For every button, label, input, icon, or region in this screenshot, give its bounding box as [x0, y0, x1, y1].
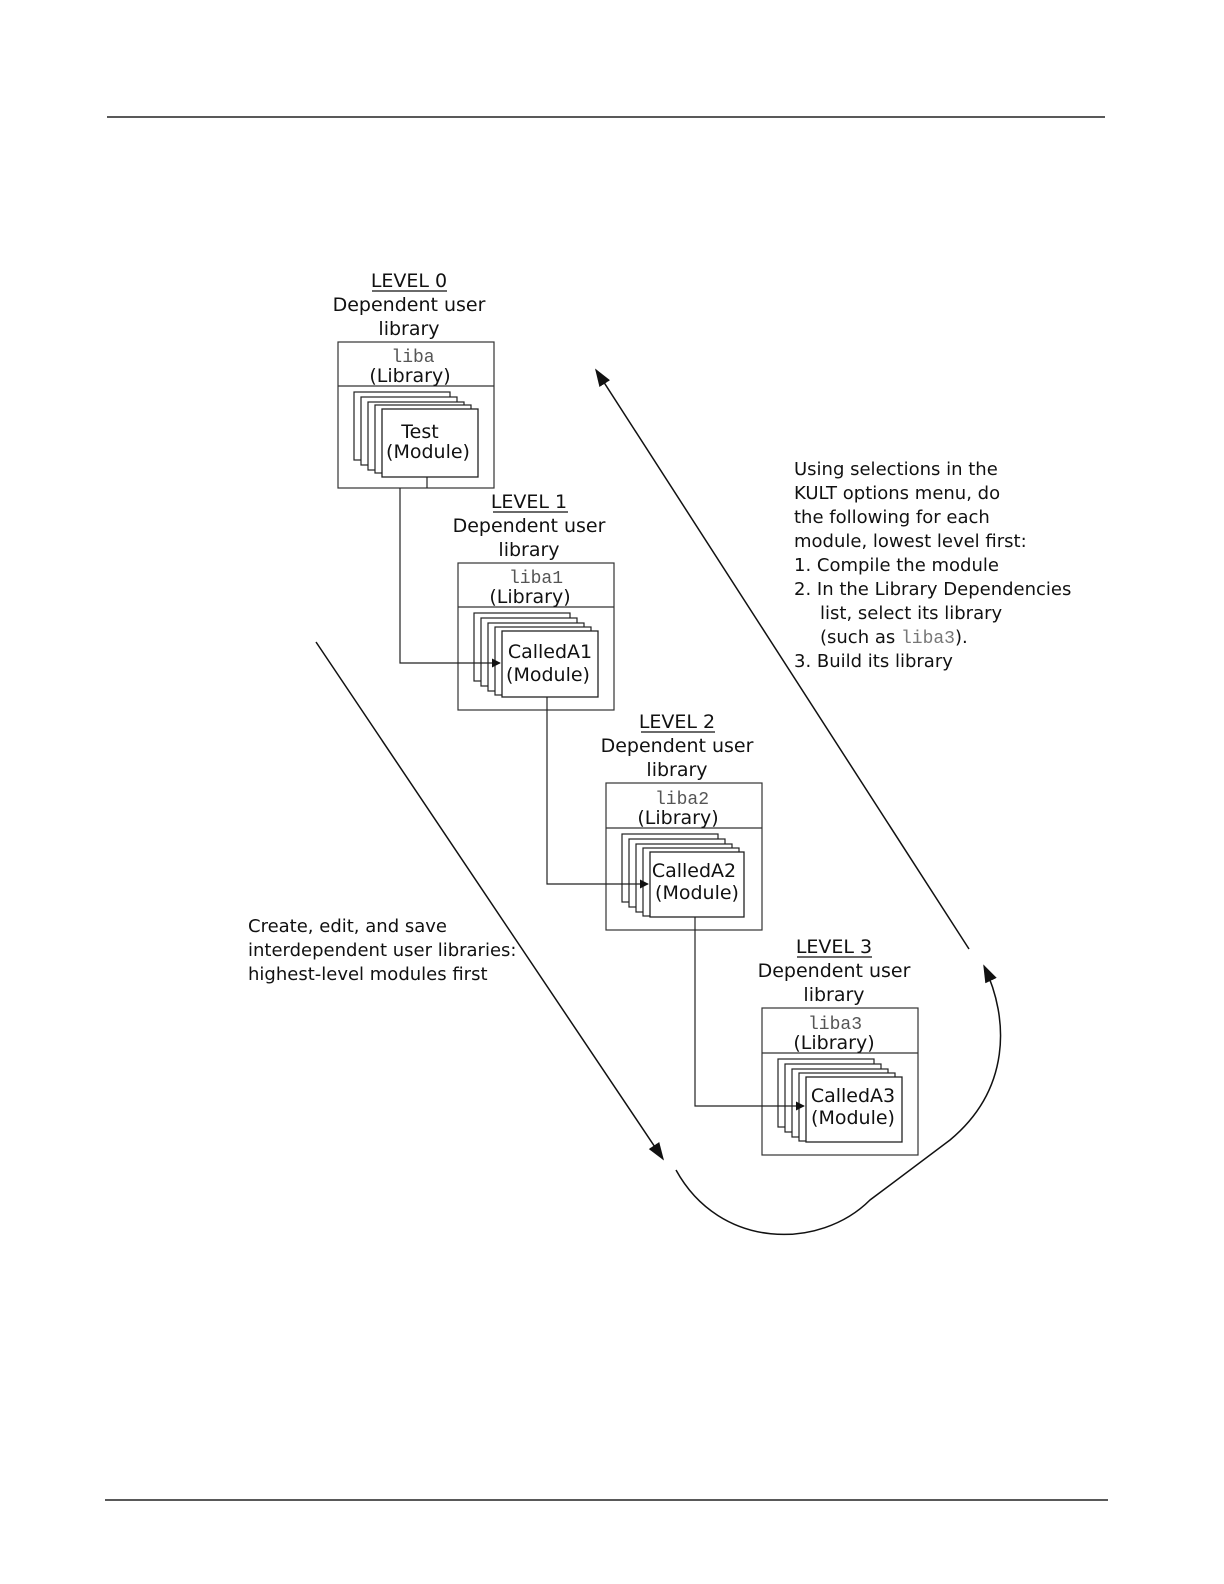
level-1-desc-line1: Dependent user [453, 515, 606, 537]
level-3-desc-line1: Dependent user [758, 960, 911, 982]
right-note-step-1: 1. Compile the module [794, 555, 999, 576]
right-note-example-suffix: ). [955, 627, 968, 648]
level-3-module-box [805, 1076, 903, 1143]
right-note-step-3: 3. Build its library [794, 651, 953, 672]
level-1-desc-line2: library [498, 539, 559, 561]
flow-arrow-down [315, 641, 665, 1161]
right-note-line-2: KULT options menu, do [794, 483, 1000, 504]
level-2-desc-line1: Dependent user [601, 735, 754, 757]
level-1-module-name: CalledA1 [508, 641, 592, 663]
level-2-library-type: (Library) [637, 807, 718, 829]
level-0-module-box [381, 408, 479, 478]
level-2-desc-line2: library [646, 759, 707, 781]
level-3-module-name: CalledA3 [811, 1085, 895, 1107]
level-0-desc-line2: library [378, 318, 439, 340]
level-2-label: LEVEL 2 [639, 711, 715, 733]
connector-calleda1-to-calleda2 [546, 697, 649, 889]
left-note: Create, edit, and save interdependent us… [248, 916, 516, 985]
level-0-group: LEVEL 0 Dependent user library liba (Lib… [333, 270, 495, 489]
right-note-step-2: 2. In the Library Dependencies [794, 579, 1071, 600]
flow-arrow-bottom-curve [675, 964, 1002, 1235]
level-1-group: LEVEL 1 Dependent user library liba1 (Li… [453, 491, 615, 711]
level-0-library-type: (Library) [369, 365, 450, 387]
level-1-library-type: (Library) [489, 586, 570, 608]
level-2-module-box [649, 851, 745, 918]
right-note-step-2-cont: list, select its library [820, 603, 1003, 624]
left-note-line-2: interdependent user libraries: [248, 940, 516, 961]
level-3-desc-line2: library [803, 984, 864, 1006]
connector-calleda2-to-calleda3 [694, 917, 805, 1111]
flow-arrow-up [595, 368, 970, 950]
level-0-module-name: Test [400, 421, 438, 443]
left-note-line-3: highest-level modules first [248, 964, 488, 985]
connector-test-to-calleda1 [399, 488, 501, 668]
level-0-label: LEVEL 0 [371, 270, 447, 292]
level-2-library-name: liba2 [655, 790, 709, 810]
level-3-library-type: (Library) [793, 1032, 874, 1054]
level-0-module-type: (Module) [386, 441, 470, 463]
level-1-module-type: (Module) [506, 664, 590, 686]
right-note-line-4: module, lowest level first: [794, 531, 1027, 552]
right-note-example-code: liba3 [901, 629, 955, 649]
level-3-label: LEVEL 3 [796, 936, 872, 958]
right-note-line-1: Using selections in the [794, 459, 998, 480]
level-1-module-box [501, 630, 599, 698]
right-note-example-prefix: (such as [820, 627, 901, 648]
level-1-label: LEVEL 1 [491, 491, 567, 513]
right-note-step-2-example: (such as liba3). [820, 627, 968, 649]
right-note: Using selections in the KULT options men… [794, 459, 1071, 672]
level-2-module-name: CalledA2 [652, 860, 736, 882]
level-3-library-name: liba3 [808, 1015, 862, 1035]
level-2-group: LEVEL 2 Dependent user library liba2 (Li… [601, 711, 763, 931]
level-3-module-type: (Module) [811, 1107, 895, 1129]
level-0-library-name: liba [391, 348, 434, 368]
level-3-group: LEVEL 3 Dependent user library liba3 (Li… [758, 936, 919, 1156]
right-note-line-3: the following for each [794, 507, 990, 528]
level-1-library-name: liba1 [509, 569, 563, 589]
level-0-desc-line1: Dependent user [333, 294, 486, 316]
left-note-line-1: Create, edit, and save [248, 916, 447, 937]
level-2-module-type: (Module) [655, 882, 739, 904]
